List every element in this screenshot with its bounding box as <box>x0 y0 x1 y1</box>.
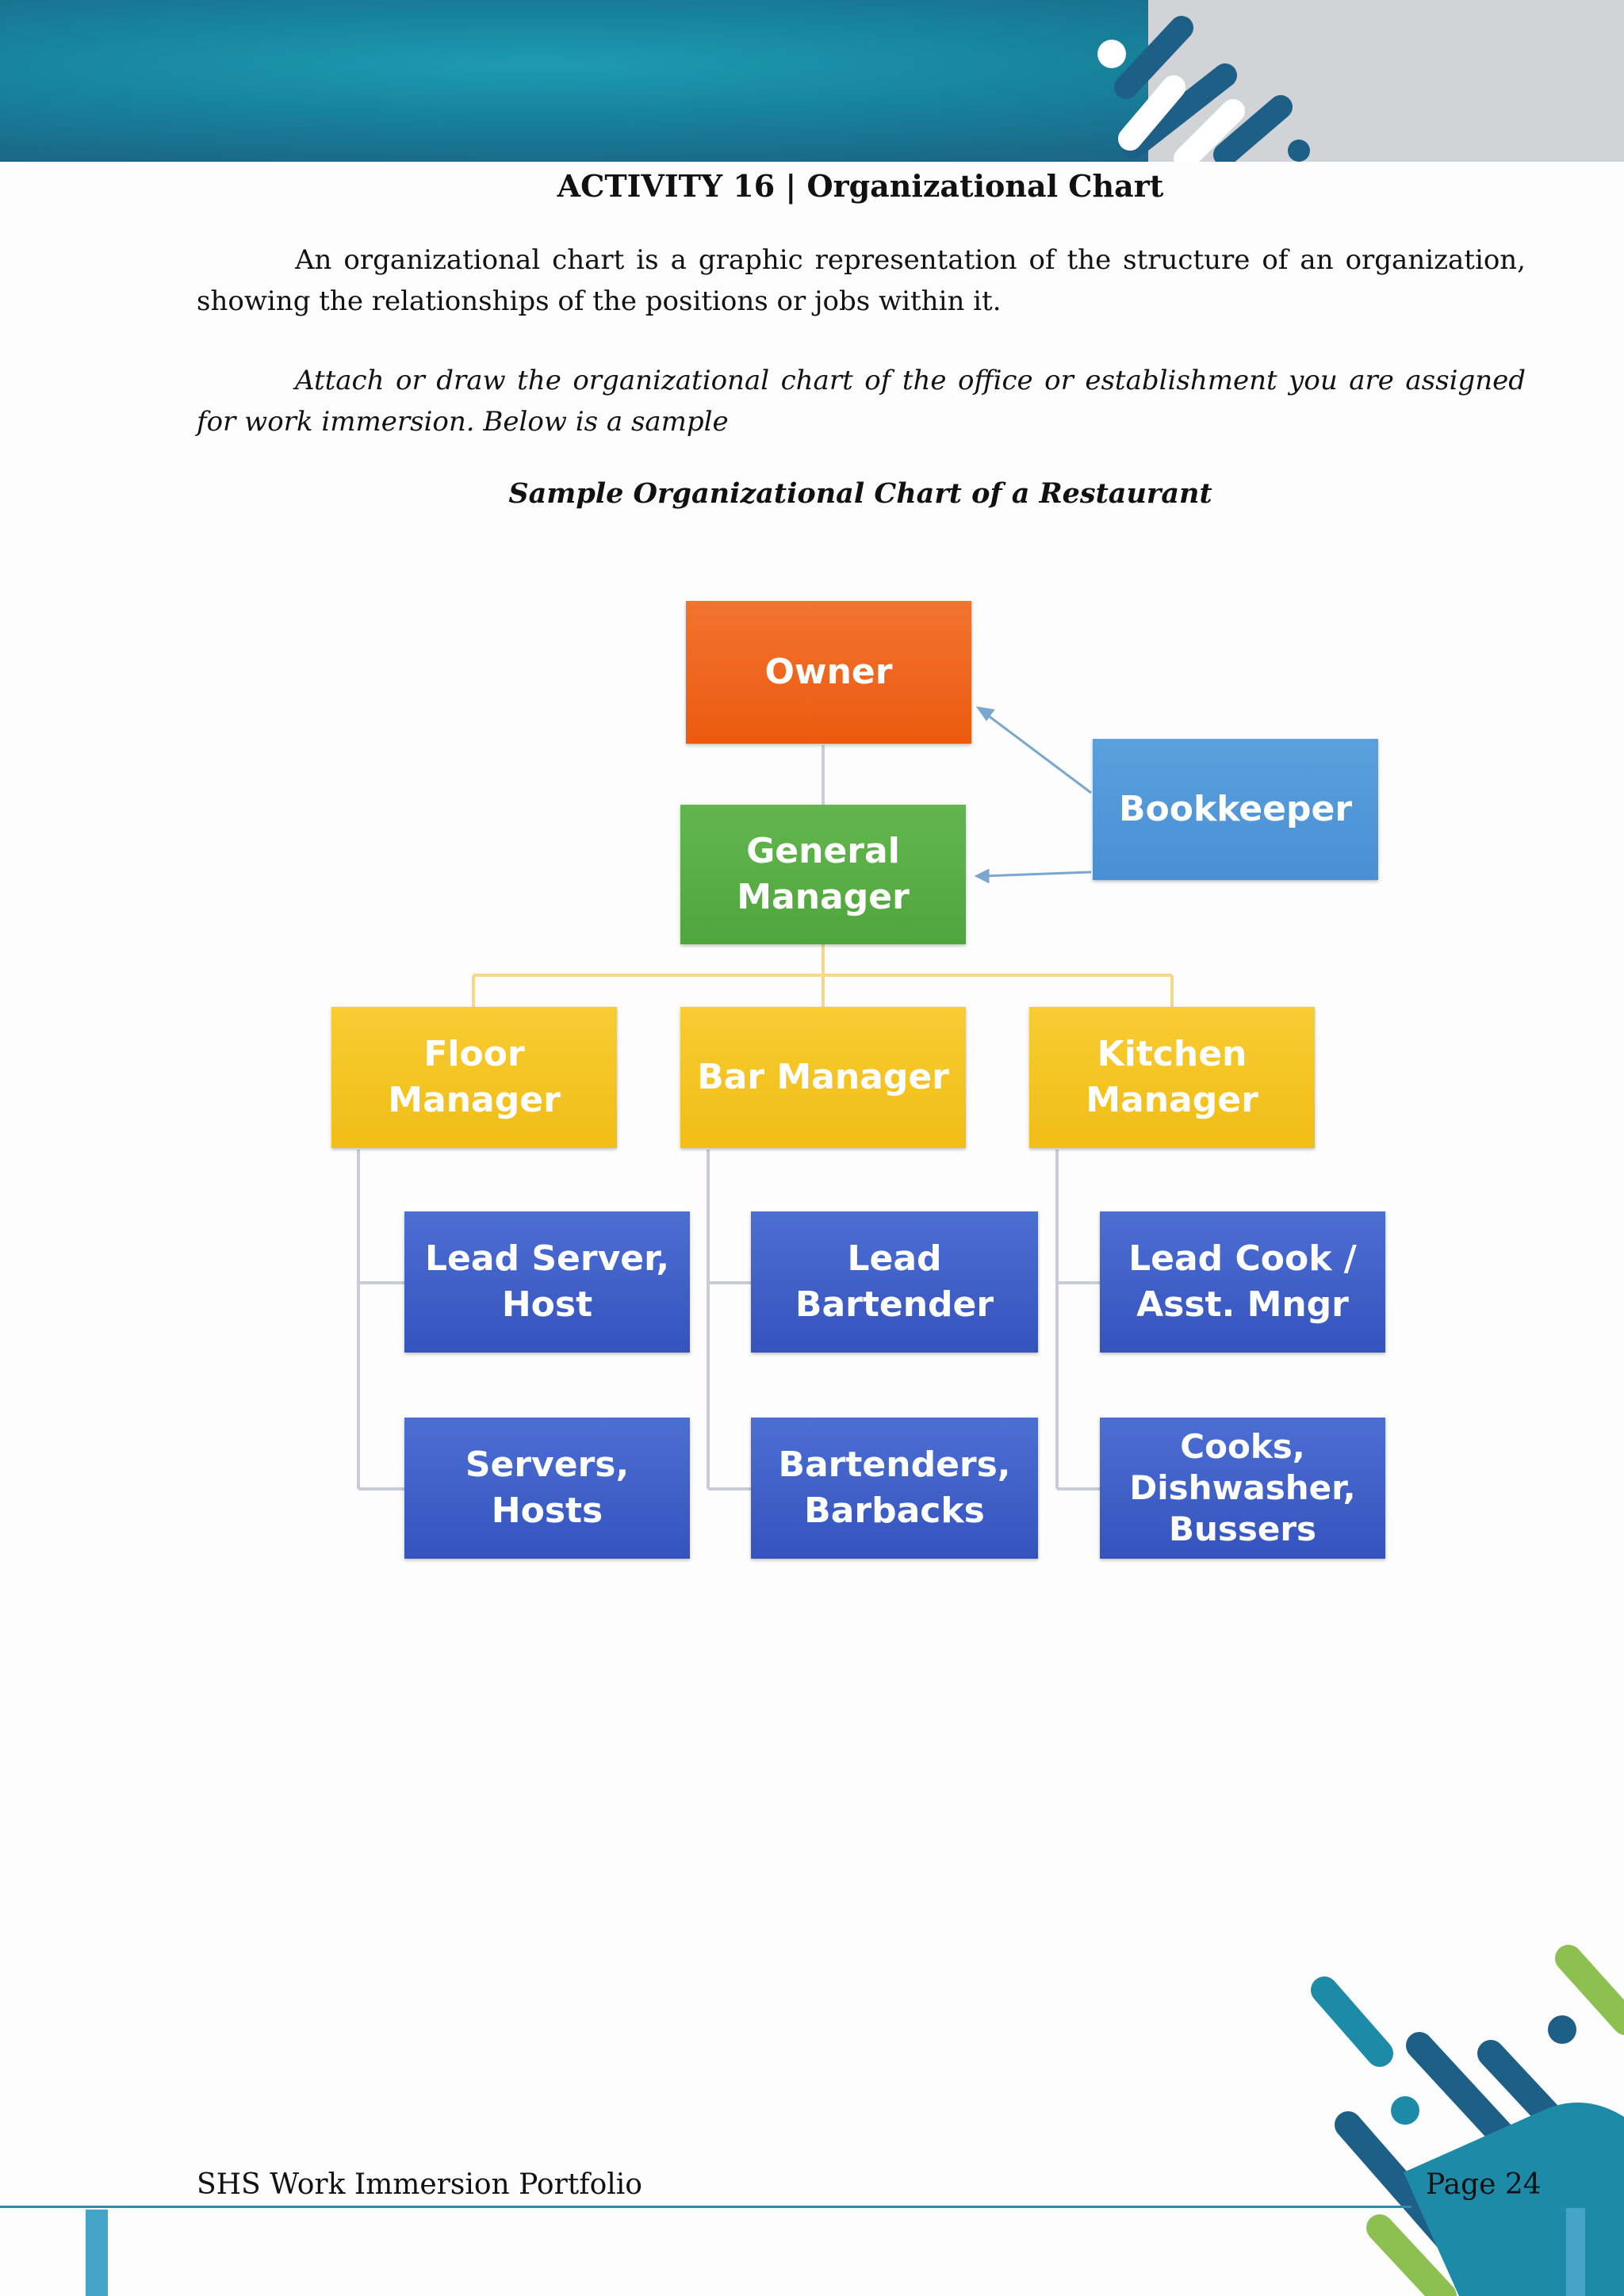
footer-page-number: Page 24 <box>1426 2168 1542 2201</box>
footer-portfolio-label: SHS Work Immersion Portfolio <box>197 2168 642 2201</box>
org-chart-connectors <box>357 706 1174 1490</box>
floor-manager-box: Floor Manager <box>331 1007 617 1148</box>
intro-paragraph: An organizational chart is a graphic rep… <box>197 239 1526 322</box>
kitchen-manager-box: Kitchen Manager <box>1029 1007 1315 1148</box>
bar-manager-box: Bar Manager <box>680 1007 966 1148</box>
intro-text: An organizational chart is a graphic rep… <box>197 244 1526 317</box>
servers-box: Servers, Hosts <box>404 1418 690 1559</box>
footer-stripes-decoration <box>1311 1945 1624 2296</box>
bartenders-box: Bartenders, Barbacks <box>751 1418 1038 1559</box>
lead-bartender-box: Lead Bartender <box>751 1211 1038 1353</box>
page-title: ACTIVITY 16 | Organizational Chart <box>557 168 1164 204</box>
footer-divider <box>0 2206 1411 2208</box>
instruction-paragraph: Attach or draw the organizational chart … <box>197 360 1526 442</box>
instruction-text: Attach or draw the organizational chart … <box>197 365 1526 438</box>
lead-cook-box: Lead Cook / Asst. Mngr <box>1100 1211 1385 1353</box>
bookkeeper-box: Bookkeeper <box>1093 739 1378 880</box>
footer-tab-decoration <box>86 2210 108 2296</box>
chart-caption: Sample Organizational Chart of a Restaur… <box>508 477 1212 510</box>
header-stripes-decoration <box>1097 16 1310 162</box>
owner-box: Owner <box>686 601 971 744</box>
lead-server-box: Lead Server, Host <box>404 1211 690 1353</box>
cooks-box: Cooks, Dishwasher, Bussers <box>1100 1418 1385 1559</box>
org-chart: Owner Bookkeeper General Manager Floor M… <box>285 555 1459 1609</box>
general-manager-box: General Manager <box>680 805 966 944</box>
